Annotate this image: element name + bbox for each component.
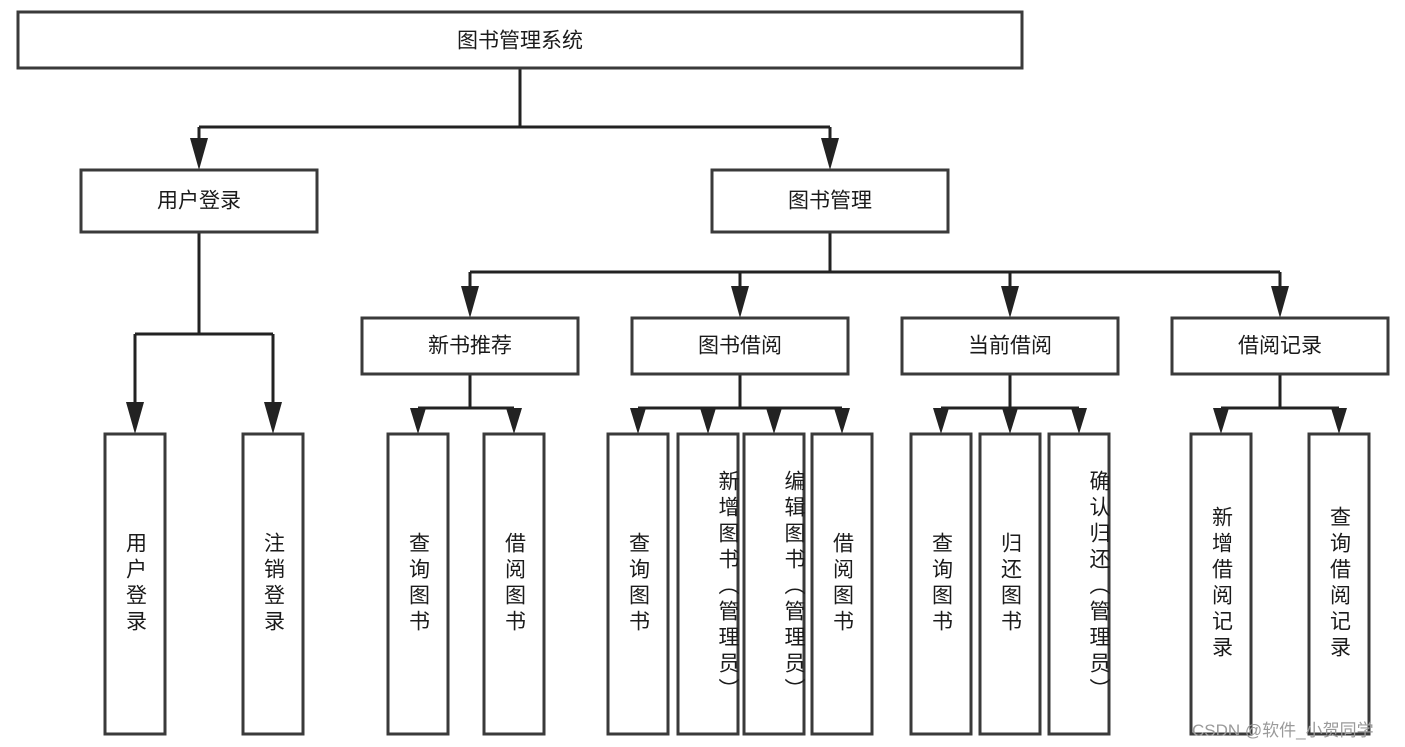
node-box-leaf-br-query[interactable]: [1307, 432, 1371, 736]
node-box-borrow-record[interactable]: [1170, 316, 1390, 376]
arrow-head-cb-leaf-3: [1071, 408, 1087, 434]
arrow-head-borrow-record: [1271, 286, 1289, 318]
arrow-head-nbr-leaf-2: [506, 408, 522, 434]
arrow-head-cb-leaf-2: [1002, 408, 1018, 434]
arrow-head-book-manage: [821, 138, 839, 170]
csdn-watermark: CSDN @软件_小贺同学: [1192, 721, 1374, 740]
node-box-book-manage[interactable]: [710, 168, 950, 234]
node-box-leaf-cb-return[interactable]: [978, 432, 1042, 736]
node-box-leaf-nbr-query[interactable]: [386, 432, 450, 736]
arrow-head-leaf-logout: [264, 402, 282, 434]
node-label-user-login: 用户登录: [157, 190, 241, 213]
node-box-leaf-bb-edit[interactable]: [742, 432, 806, 736]
arrow-head-bb-leaf-2: [700, 408, 716, 434]
node-borrow-record[interactable]: 借阅记录: [1170, 316, 1390, 376]
connector-group-new-book-recommend: [410, 374, 522, 434]
node-box-current-borrow[interactable]: [900, 316, 1120, 376]
node-box-leaf-br-add[interactable]: [1189, 432, 1253, 736]
node-box-leaf-bb-add[interactable]: [676, 432, 740, 736]
connector-group-book-manage: [461, 232, 1289, 318]
node-box-leaf-cb-query[interactable]: [909, 432, 973, 736]
arrow-head-current-borrow: [1001, 286, 1019, 318]
arrow-head-br-leaf-1: [1213, 408, 1229, 434]
node-user-login[interactable]: 用户登录: [79, 168, 319, 234]
node-box-leaf-logout[interactable]: [241, 432, 305, 736]
arrow-head-cb-leaf-1: [933, 408, 949, 434]
arrow-head-bb-leaf-1: [630, 408, 646, 434]
node-label-root: 图书管理系统: [457, 30, 583, 53]
node-new-book-recommend[interactable]: 新书推荐: [360, 316, 580, 376]
arrow-head-bb-leaf-3: [766, 408, 782, 434]
node-box-new-book-recommend[interactable]: [360, 316, 580, 376]
node-box-leaf-bb-query[interactable]: [606, 432, 670, 736]
connector-group-root: [190, 68, 839, 170]
node-box-leaf-nbr-borrow[interactable]: [482, 432, 546, 736]
node-root[interactable]: 图书管理系统: [16, 10, 1024, 70]
node-box-book-borrow[interactable]: [630, 316, 850, 376]
node-book-manage[interactable]: 图书管理: [710, 168, 950, 234]
node-box-root[interactable]: [16, 10, 1024, 70]
node-label-new-book-recommend: 新书推荐: [428, 335, 512, 358]
arrow-head-br-leaf-2: [1331, 408, 1347, 434]
arrow-head-book-borrow: [731, 286, 749, 318]
node-label-borrow-record: 借阅记录: [1238, 335, 1322, 358]
node-box-user-login[interactable]: [79, 168, 319, 234]
arrow-head-bb-leaf-4: [834, 408, 850, 434]
node-label-book-borrow: 图书借阅: [698, 335, 782, 358]
node-box-leaf-bb-borrow[interactable]: [810, 432, 874, 736]
connector-group-current-borrow: [933, 374, 1087, 434]
arrow-head-nbr-leaf-1: [410, 408, 426, 434]
node-label-current-borrow: 当前借阅: [968, 335, 1052, 358]
node-book-borrow[interactable]: 图书借阅: [630, 316, 850, 376]
node-current-borrow[interactable]: 当前借阅: [900, 316, 1120, 376]
node-box-leaf-cb-confirm[interactable]: [1047, 432, 1111, 736]
arrow-head-leaf-user-login: [126, 402, 144, 434]
connector-group-user-login: [126, 232, 282, 434]
connector-group-book-borrow: [630, 374, 850, 434]
node-box-leaf-user-login[interactable]: [103, 432, 167, 736]
arrow-head-user-login: [190, 138, 208, 170]
arrow-head-new-book-recommend: [461, 286, 479, 318]
node-label-book-manage: 图书管理: [788, 190, 872, 213]
connector-group-borrow-record: [1213, 374, 1347, 434]
